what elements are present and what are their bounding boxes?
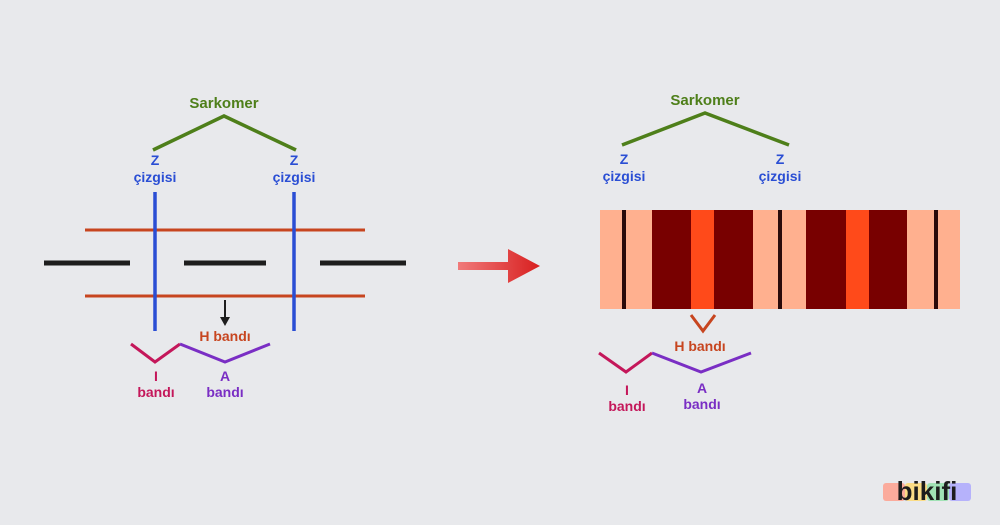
stripe-h-zone-2 [846,210,869,309]
logo-bar-3 [927,483,949,501]
a-band-letter-left: A [220,368,230,384]
sarcomere-label-right: Sarkomer [670,92,739,109]
z-line-label-left-2: Z [290,152,299,168]
schematic-sarcomere: Sarkomer Z çizgisi Z çizgisi H bandı I b… [44,95,406,400]
i-band-word-left: bandı [137,384,174,400]
a-band-bracket-right [651,351,752,374]
h-band-label-left: H bandı [199,328,250,344]
sarcomere-bracket-left [152,114,297,152]
logo-text: bikifi [897,476,958,506]
h-band-label-right: H bandı [674,338,725,354]
z-disc-1 [622,210,626,309]
z-line-sub-label-left-1: çizgisi [134,169,177,185]
stripe-h-zone-1 [691,210,714,309]
a-band-word-right: bandı [683,396,720,412]
logo-bar-4 [949,483,971,501]
sarcomere-label-left: Sarkomer [189,95,258,112]
sarcomere-bracket-right [621,111,790,147]
logo-bar-2 [905,483,927,501]
logo-bar-1 [883,483,905,501]
i-band-letter-right: I [625,382,629,398]
bikifi-logo: bikifi [883,476,971,506]
z-line-label-right-2: Z [776,151,785,167]
arrow-shape [458,249,540,283]
z-line-sub-label-right-2: çizgisi [759,168,802,184]
z-line-sub-label-left-2: çizgisi [273,169,316,185]
a-band-bracket-left [179,342,271,364]
z-disc-3 [934,210,938,309]
a-band-word-left: bandı [206,384,243,400]
i-band-bracket-right [598,351,653,374]
a-band-letter-right: A [697,380,707,396]
h-band-caret [689,314,717,334]
z-line-label-right-1: Z [620,151,629,167]
z-disc-2 [778,210,782,309]
transition-arrow [458,249,540,283]
banded-sarcomere: Sarkomer Z çizgisi Z çizgisi H bandı I b… [598,92,960,414]
z-line-sub-label-right-1: çizgisi [603,168,646,184]
i-band-bracket-left [130,342,181,364]
z-line-label-left-1: Z [151,152,160,168]
h-band-arrow-head [220,317,230,326]
i-band-word-right: bandı [608,398,645,414]
i-band-letter-left: I [154,368,158,384]
